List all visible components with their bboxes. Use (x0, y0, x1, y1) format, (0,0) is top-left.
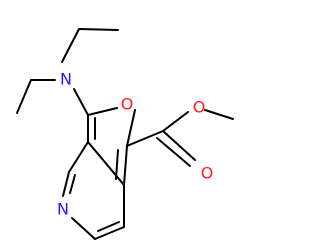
structure-diagram: N O O O N (16, 28, 234, 240)
atom-label-ring-oxygen: O (121, 95, 134, 114)
bond-n-c3 (73, 88, 89, 116)
bond-ccarbonyl-oester (162, 111, 189, 132)
bond-c1-ccarbonyl (126, 130, 164, 147)
bond-c6-c7 (94, 226, 125, 240)
bond-c6-c7-inner (97, 221, 120, 232)
atom-label-carbonyl-oxygen: O (201, 164, 214, 183)
atom-label-pyridine-nitrogen: N (57, 200, 69, 219)
bond-c3-o (87, 107, 118, 116)
bond-o-c1 (126, 109, 136, 147)
bond-n5-c6 (71, 217, 96, 240)
bond-ccarbonyl-ocarbonyl-inner (156, 137, 191, 167)
bond-c4-n5-inner (69, 174, 76, 194)
bond-ethyl2-ch2-ch3 (16, 79, 32, 114)
bond-c1-c7a (123, 145, 128, 186)
atom-labels: N O O O N (57, 70, 213, 219)
atom-label-ester-oxygen: O (193, 98, 206, 117)
bond-ethyl1-ch3-ch2 (78, 28, 119, 31)
bond-oester-methyl (204, 109, 234, 120)
atom-label-amine-nitrogen: N (60, 70, 72, 89)
bond-c3a-c4 (68, 141, 89, 173)
bond-ccarbonyl-ocarbonyl (162, 130, 196, 161)
bond-ethyl1-ch2-n (61, 28, 80, 63)
bond-c7a-c3a (87, 141, 125, 186)
bond-c1-c7a-inner (115, 149, 119, 180)
bonds (16, 28, 234, 240)
bond-c4-n5 (62, 171, 70, 197)
